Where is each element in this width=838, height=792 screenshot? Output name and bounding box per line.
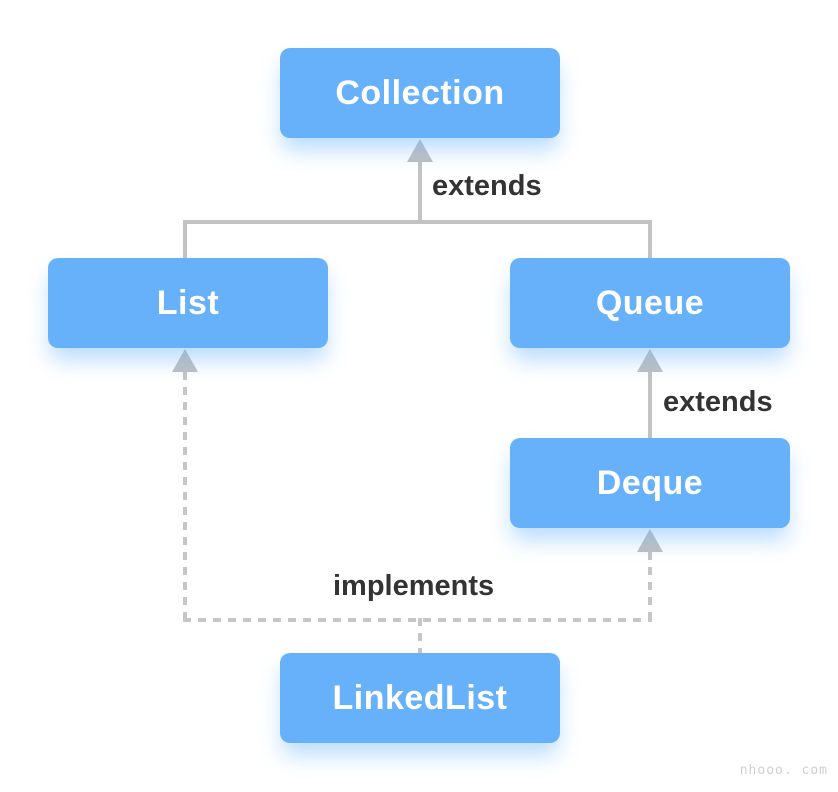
connector-implements-from-linkedlist bbox=[418, 618, 422, 653]
edge-label-extends-deque: extends bbox=[663, 386, 773, 418]
node-list-label: List bbox=[156, 283, 220, 322]
arrowhead-into-collection-icon bbox=[407, 139, 433, 162]
watermark: nhooo. com bbox=[739, 763, 828, 778]
arrowhead-into-list-icon bbox=[172, 349, 198, 372]
connector-collection-vertical bbox=[418, 161, 422, 224]
connector-deque-to-queue bbox=[648, 371, 652, 438]
node-queue: Queue bbox=[510, 258, 790, 348]
edge-label-implements: implements bbox=[333, 570, 495, 602]
connector-branch-horizontal bbox=[183, 220, 652, 224]
node-queue-label: Queue bbox=[595, 283, 705, 322]
node-collection: Collection bbox=[280, 48, 560, 138]
arrowhead-into-deque-icon bbox=[637, 529, 663, 552]
connector-implements-to-list bbox=[183, 372, 187, 622]
node-deque-label: Deque bbox=[596, 463, 704, 502]
connector-branch-to-list bbox=[183, 220, 187, 258]
connector-implements-to-deque bbox=[648, 552, 652, 618]
edge-label-extends-collection: extends bbox=[432, 170, 542, 202]
connector-implements-horizontal bbox=[183, 618, 652, 622]
arrowhead-into-queue-icon bbox=[637, 349, 663, 372]
node-collection-label: Collection bbox=[335, 73, 505, 112]
node-linkedlist: LinkedList bbox=[280, 653, 560, 743]
node-deque: Deque bbox=[510, 438, 790, 528]
connector-branch-to-queue bbox=[648, 220, 652, 258]
node-list: List bbox=[48, 258, 328, 348]
node-linkedlist-label: LinkedList bbox=[332, 678, 508, 717]
